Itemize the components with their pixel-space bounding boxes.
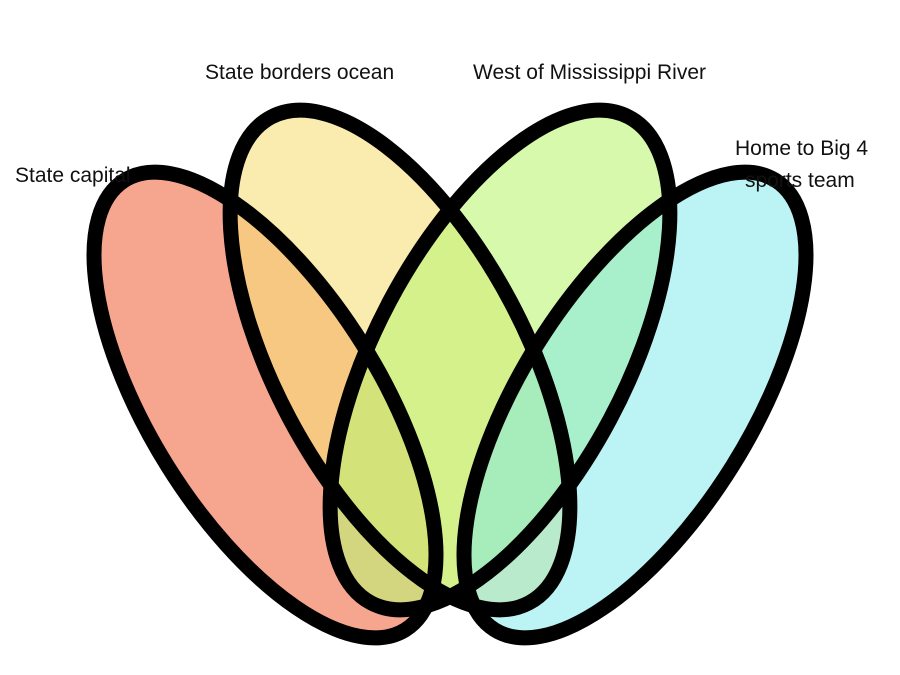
label-west-of-mississippi: West of Mississippi River <box>473 61 706 84</box>
label-state-capital: State capital <box>15 164 131 187</box>
set-west-of-mississippi-outline <box>322 102 678 618</box>
label-state-borders-ocean: State borders ocean <box>205 61 395 84</box>
label-big-4-line2: sports team <box>745 169 855 192</box>
set-west-of-mississippi-fill <box>330 110 670 610</box>
label-big-4-line1: Home to Big 4 <box>735 137 869 160</box>
set-state-borders-ocean-outline <box>222 102 578 618</box>
set-big-4-sports-outline <box>456 164 814 646</box>
